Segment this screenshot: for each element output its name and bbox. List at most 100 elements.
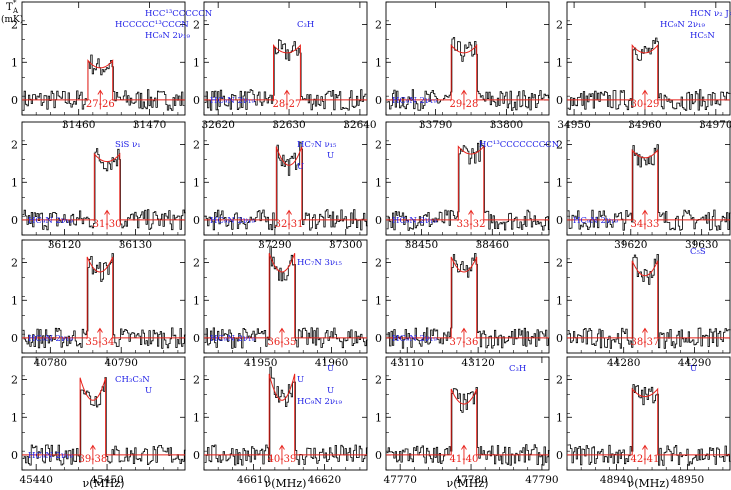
model-fit [567,260,730,339]
transition-label: 34-33 [631,219,660,230]
y-tick-label: 2 [11,374,18,387]
observed-spectrum [204,39,367,111]
y-tick-label: 2 [556,374,563,387]
transition-label: 42-41 [631,454,660,465]
x-tick-label: 43120 [461,357,494,369]
line-annotation: HC₉N 2ν₁₉ [660,20,705,30]
x-tick-label: 39620 [614,239,647,251]
line-annotation: HCN ν₂ J=12 [690,9,731,19]
transition-label: 36-35 [268,337,297,348]
model-fit [386,43,549,101]
x-tick-label: 41960 [315,357,348,369]
x-tick-label: 37290 [258,239,291,251]
transition-arrow-head [286,209,292,215]
x-tick-label: 40790 [105,357,138,369]
transition-arrow-head [104,209,110,215]
x-tick-label: 37300 [329,239,362,251]
x-tick-label: 43110 [391,357,424,369]
observed-spectrum [567,254,731,349]
x-tick-label: 34960 [628,119,661,131]
model-fit [204,146,367,221]
y-tick-label: 0 [193,94,200,107]
y-tick-label: 2 [11,19,18,32]
line-annotation: HC₉N 2ν₁₉ [28,216,73,226]
model-fit [204,373,367,456]
y-unit: (mK) [1,14,23,25]
model-fit [204,253,367,339]
y-tick-label: 1 [193,176,200,189]
model-fit [22,152,185,221]
transition-label: 28-27 [273,99,302,110]
line-annotation: HC¹³CCCCCCCCN [479,140,560,150]
transition-arrow-head [279,444,285,450]
x-tick-label: 47770 [383,474,416,486]
y-tick-label: 2 [193,257,200,270]
y-tick-label: 0 [193,332,200,345]
transition-label: 33-32 [457,219,486,230]
observed-spectrum [386,387,550,466]
transition-arrow-head [642,444,648,450]
x-tick-label: 45440 [19,474,52,486]
transition-label: 27-26 [86,99,115,110]
transition-label: 29-28 [450,99,479,110]
y-tick-label: 0 [556,214,563,227]
observed-spectrum [204,245,368,349]
line-annotation: HC₉N 2ν₁₉ [573,216,618,226]
x-tick-label: 32640 [343,119,376,131]
line-annotation: HCCCCC¹³CCCN [115,20,189,30]
x-tick-label: 32620 [201,119,234,131]
y-tick-label: 2 [375,374,382,387]
model-fit [386,388,549,456]
x-tick-label: 45450 [90,474,123,486]
model-fit [567,43,730,101]
transition-label: 31-30 [93,219,122,230]
y-tick-label: 1 [375,411,382,424]
y-tick-label: 1 [193,56,200,69]
y-tick-label: 1 [556,294,563,307]
y-tick-label: 0 [193,214,200,227]
line-annotation: HC₉N 2ν₁₉ [297,397,342,407]
transition-label: 40-39 [268,454,297,465]
x-tick-label: 36120 [48,239,81,251]
model-fit [386,145,549,221]
line-annotation: HCC¹³CCCCCN [145,9,213,19]
model-fit [204,43,367,101]
y-tick-label: 2 [375,257,382,270]
y-tick-label: 2 [556,257,563,270]
y-tick-label: 0 [556,94,563,107]
y-tick-label: 0 [556,449,563,462]
y-tick-label: 1 [11,56,18,69]
line-annotation: HC₉N 2ν₁₉ [210,334,255,344]
line-annotation: U [297,375,304,385]
x-tick-label: 47790 [525,474,558,486]
line-annotation: HC₉N 2ν₁₉ [145,31,190,41]
transition-arrow-head [284,89,290,95]
x-tick-label: 34950 [557,119,590,131]
transition-label: 41-40 [450,454,479,465]
transition-arrow-head [461,327,467,333]
y-tick-label: 1 [11,411,18,424]
y-tick-label: 2 [193,19,200,32]
x-tick-label: 41950 [244,357,277,369]
y-tick-label: 0 [375,214,382,227]
line-annotation: HC₉N 2ν₁₉ [392,334,437,344]
x-tick-label: 39630 [685,239,718,251]
x-tick-label: 46610 [237,474,270,486]
y-tick-label: 2 [193,374,200,387]
x-tick-label: 46620 [308,474,341,486]
transition-arrow-head [279,327,285,333]
line-annotation: SiS ν₁ [115,140,141,150]
x-axis-label: ν(MHz) [447,477,489,490]
line-annotation: HC₉N 2ν₁₉ [28,451,73,461]
y-tick-label: 0 [375,449,382,462]
